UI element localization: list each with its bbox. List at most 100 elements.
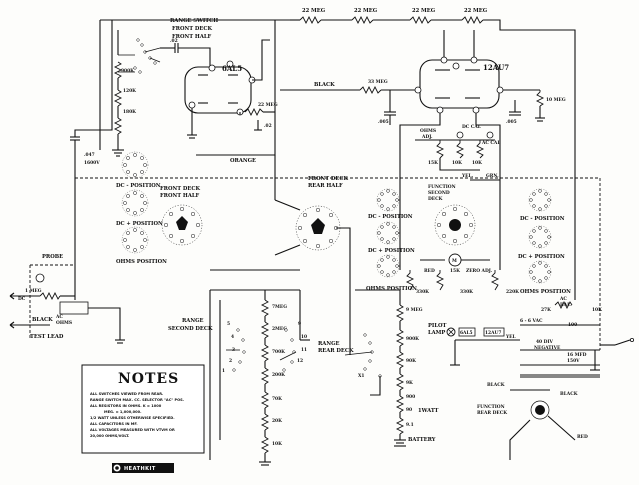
label-10k-b: 10K (472, 161, 482, 166)
label-cap-047: .047 (84, 153, 95, 158)
right-switch-column: DC - POSITION DC + POSITION OHMS POSITIO… (518, 188, 571, 295)
label-ac-cal: AC CAL (481, 141, 500, 146)
label-second: SECOND (428, 191, 450, 196)
label-dc-cal: DC CAL (462, 125, 481, 130)
label-10k-d: 10K (592, 308, 602, 313)
label-front-deck: FRONT DECK (172, 26, 213, 32)
label-black-b: BLACK (487, 383, 505, 388)
label-1watt: 1WATT (418, 408, 439, 414)
label-dc-plus-pos-c: DC + POSITION (518, 254, 565, 260)
label-90: 90 (406, 408, 412, 413)
label-sw-2: 2 (229, 359, 232, 364)
label-zero-adj: ZERO ADJ. (466, 269, 493, 274)
label-yel-b: YEL (505, 335, 516, 340)
label-sw-4: 4 (231, 335, 234, 340)
label-180k: 180K (123, 110, 136, 115)
label-front-half-2: FRONT HALF (160, 193, 199, 199)
label-sw-10: 10 (301, 335, 307, 340)
label-1meg: 1 MEG (25, 289, 42, 294)
label-ac-bal: AC (559, 297, 567, 302)
label-2meg: 2MEG (272, 327, 287, 332)
label-dc-minus-pos-c: DC - POSITION (520, 216, 565, 222)
label-adj: ADJ. (421, 135, 433, 140)
notes-line-7: ALL VOLTAGES MEASURED WITH VTVM OR (90, 428, 175, 432)
brand-text: HEATHKIT (124, 466, 156, 472)
label-15k-b: 15K (450, 269, 460, 274)
label-dc-minus-pos-b: DC - POSITION (368, 214, 413, 220)
label-ac: AC (55, 315, 63, 320)
label-900: 900 (406, 395, 415, 400)
label-15k: 15K (428, 161, 438, 166)
label-ohms-pos-c: OHMS POSITION (520, 289, 571, 295)
label-rear-deck: REAR DECK (318, 348, 354, 354)
label-6al5: 6AL5 (222, 64, 242, 73)
label-grn: GRN. (486, 174, 499, 179)
label-100: 100 (568, 323, 577, 328)
label-22meg-4: 22 MEG (464, 8, 488, 14)
label-black-lead: BLACK (32, 317, 53, 323)
label-22meg-2: 22 MEG (354, 8, 378, 14)
label-16mfd: 16 MFD (567, 353, 587, 358)
range-rear-deck-ladder: 9 MEG 900K 90K 9K 900 90 9.1 1WATT BATTE… (344, 289, 439, 447)
label-sw-5: 5 (227, 322, 230, 327)
probe-input-section: .047 1600V PROBE 1 MEG DC AC OHMS BLACK … (9, 129, 125, 344)
tube-12au7: 12AU7 10 MEG .005 (399, 30, 566, 270)
power-supply: PILOT LAMP 6AL5 12AU7 YEL 6 - 6 VAC 27K … (428, 297, 635, 460)
label-220k: 220K (506, 290, 519, 295)
label-7meg: 7MEG (272, 305, 287, 310)
front-deck-rear-half-switch: FRONT DECK REAR HALF (210, 155, 351, 290)
label-second-deck-2: SECOND DECK (168, 326, 213, 332)
label-battery: BATTERY (408, 437, 436, 443)
label-function: FUNCTION (428, 185, 456, 190)
label-front-deck-2: FRONT DECK (160, 186, 201, 192)
label-70k: 70K (272, 397, 282, 402)
notes-line-1: ALL SWITCHES VIEWED FROM REAR. (90, 392, 163, 396)
label-black-top: BLACK (314, 82, 335, 88)
label-cap-02-a: .02 (170, 39, 178, 44)
top-resistor-chain: 22 MEG 22 MEG 22 MEG 22 MEG (290, 8, 576, 300)
label-ohms-pos-a: OHMS POSITION (116, 259, 167, 265)
label-dc-plus-pos-a: DC + POSITION (116, 221, 163, 227)
notes-line-6: ALL CAPACITORS IN MF. (90, 422, 138, 426)
label-22meg-mid: 22 MEG (258, 103, 278, 108)
range-divider-ladder: 7MEG 2MEG 700K 200K 70K 20K 10K 5 4 3 2 … (168, 289, 354, 466)
label-lamp: LAMP (428, 330, 445, 336)
label-dc-minus-pos-a: DC - POSITION (116, 183, 161, 189)
label-x1: X1 (358, 374, 364, 379)
label-330k: 330K (416, 290, 429, 295)
center-switch-column: DC - POSITION DC + POSITION OHMS POSITIO… (366, 188, 417, 292)
label-bal: BAL. (560, 303, 572, 308)
notes-box: NOTES ALL SWITCHES VIEWED FROM REAR. RAN… (81, 364, 205, 454)
label-red: RED (424, 269, 435, 274)
label-200k: 200K (272, 373, 285, 378)
label-dc: DC (18, 297, 26, 302)
label-yel: YEL. (461, 174, 474, 179)
label-meter-m: M (452, 259, 457, 264)
label-sw-1: 1 (222, 369, 225, 374)
label-9k: 9K (406, 381, 413, 386)
label-red-b: RED (577, 435, 588, 440)
label-probe: PROBE (42, 254, 63, 260)
label-9meg: 9 MEG (406, 308, 423, 313)
label-10meg: 10 MEG (546, 98, 566, 103)
label-cap-005-a: .005 (378, 120, 389, 125)
label-1600v: 1600V (84, 161, 100, 166)
function-second-deck: OHMS ADJ. DC CAL AC CAL 15K 10K 10K FUNC… (405, 125, 519, 295)
label-40-div: 40 DIV (536, 340, 553, 345)
label-20k: 20K (272, 419, 282, 424)
label-ohms-adj: OHMS (420, 129, 436, 134)
label-10k-c: 10K (272, 442, 282, 447)
label-range-rear: RANGE (318, 341, 340, 347)
label-10k-a: 10K (452, 161, 462, 166)
label-12au7: 12AU7 (483, 63, 509, 72)
notes-line-8: 20,000 OHMS/VOLT. (90, 434, 129, 438)
label-deck: DECK (428, 197, 443, 202)
label-ohms-pos-b: OHMS POSITION (366, 286, 417, 292)
label-150v: 150V (567, 359, 580, 364)
label-rear-deck-2: REAR DECK (477, 411, 507, 416)
label-rear-half: REAR HALF (308, 183, 343, 189)
label-cap-005-b: .005 (506, 120, 517, 125)
function-switch-boundary (74, 177, 601, 350)
label-front-deck-rear: FRONT DECK (308, 176, 349, 182)
